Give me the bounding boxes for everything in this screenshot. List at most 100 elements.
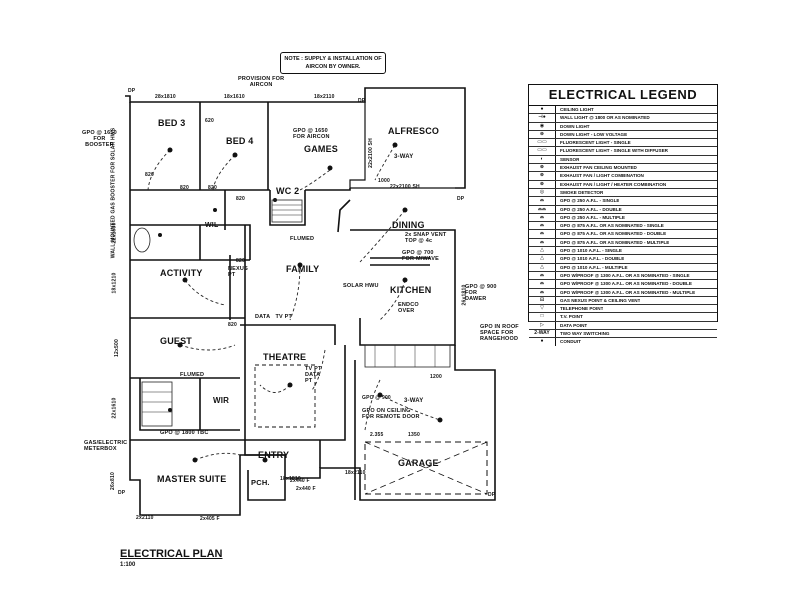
legend-row: ● CEILING LIGHT: [529, 106, 717, 115]
room-wir: WIR: [213, 396, 230, 405]
dim-label: 22x2100 SH: [367, 138, 374, 168]
dim-label: 820: [236, 196, 245, 202]
legend-symbol-icon: ⌓: [529, 280, 556, 288]
legend-symbol-icon: △: [529, 247, 556, 255]
legend-symbol-icon: ⌓⌓: [529, 205, 556, 213]
legend-row: ⌓GPO @ 875 A.F.L. OR AS NOMINATED - MULT…: [529, 238, 717, 248]
legend-row: □ T.V. POINT: [529, 313, 717, 322]
downpipe-label: DP: [118, 490, 126, 496]
legend-label: WALL LIGHT @ 1800 OR AS NOMINATED: [560, 115, 650, 121]
dim-label: 1350: [408, 432, 420, 438]
legend-symbol-icon: ⌓: [529, 222, 556, 230]
legend-symbol-icon: ●: [529, 338, 556, 346]
legend-row: ◐SENSOR: [529, 155, 717, 165]
gpo-mwave-label: GPO @ 700 FOR M/WAVE: [402, 250, 440, 262]
legend-symbol-icon: ▭▭: [529, 147, 556, 155]
gpo-booster-label: GPO @ 1650 FOR BOOSTER: [82, 130, 117, 148]
legend-label: DATA POINT: [560, 322, 588, 328]
legend-symbol-icon: △: [529, 263, 556, 271]
legend-label: GPO @ 250 A.F.L. - MULTIPLE: [560, 214, 625, 220]
flumed-label-1: FLUMED: [290, 236, 315, 242]
legend-symbol-icon: ▽: [529, 305, 556, 313]
legend-label: GPO @ 1010 A.F.L. - MULTIPLE: [560, 264, 628, 270]
legend-row: ● CONDUIT: [529, 338, 717, 346]
legend-row: ⌓GPO W/PROOF @ 1300 A.F.L. OR AS NOMINAT…: [529, 288, 717, 297]
legend-label: EXHAUST FAN CEILING MOUNTED: [560, 165, 637, 171]
dim-label: 26x810: [109, 472, 116, 490]
legend-label: SMOKE DETECTOR: [560, 189, 604, 195]
gpo-aircon-label: GPO @ 1650 FOR AIRCON: [293, 128, 330, 140]
legend-row: △GPO @ 1010 A.F.L. - DOUBLE: [529, 255, 717, 264]
meterbox-label: GAS/ELECTRIC METERBOX: [84, 440, 128, 452]
legend-symbol-icon: ▭▭: [529, 139, 556, 147]
dim-label: 1200: [430, 374, 442, 380]
flumed-label-2: FLUMED: [180, 372, 205, 378]
legend-row: ⌓GPO W/PROOF @ 1300 A.F.L. OR AS NOMINAT…: [529, 271, 717, 281]
gpo-roof-label: GPO IN ROOF SPACE FOR RANGEHOOD: [480, 324, 519, 342]
legend-label: TWO WAY SWITCHING: [560, 331, 610, 337]
legend-label: TELEPHONE POINT: [560, 306, 604, 312]
wet-area-hatching: [133, 199, 451, 427]
dim-label: 22x2100 SH: [390, 184, 420, 190]
dim-label: 2.355: [370, 432, 384, 438]
legend-title: ELECTRICAL LEGEND: [529, 85, 717, 106]
legend-row: ⌓ GPO @ 250 A.F.L. - MULTIPLE: [529, 213, 717, 223]
legend-symbol-icon: □: [529, 313, 556, 321]
legend-symbol-icon: ⌓: [529, 213, 556, 222]
room-family: FAMILY: [286, 264, 320, 274]
three-way-top-label: 3-WAY: [394, 154, 414, 160]
aircon-note: NOTE : SUPPLY & INSTALLATION OF AIRCON B…: [280, 52, 386, 74]
legend-symbol-icon: ▷: [529, 321, 556, 330]
legend-label: EXHAUST FAN / LIGHT COMBINATION: [560, 173, 644, 179]
dim-label: 22x1630: [111, 222, 118, 244]
downpipe-label: DP: [457, 196, 465, 202]
legend-label: GAS NEXUS POINT & CEILING VENT: [560, 297, 641, 303]
walls: [125, 87, 496, 516]
dim-label: 820: [180, 185, 189, 191]
legend-label: T.V. POINT: [560, 314, 583, 320]
legend-symbol-icon: ◐: [529, 155, 556, 164]
legend-row: ▭▭ FLUORESCENT LIGHT - SINGLE WITH DIFFUS…: [529, 147, 717, 156]
legend-label: FLUORESCENT LIGHT - SINGLE WITH DIFFUSER: [560, 148, 668, 154]
legend-symbol-icon: ●: [529, 106, 556, 114]
legend-label: GPO @ 1010 A.F.L. - DOUBLE: [560, 256, 625, 262]
downpipe-label: DP: [488, 492, 496, 498]
room-theatre: THEATRE: [263, 352, 307, 362]
dim-label: 2x440 F: [296, 486, 316, 492]
room-wil: WIL: [205, 222, 219, 229]
legend-row: ⊗EXHAUST FAN CEILING MOUNTED: [529, 164, 717, 173]
dim-label: 820: [145, 172, 154, 178]
legend-row: ▷ DATA POINT: [529, 321, 717, 331]
legend-label: GPO W/PROOF @ 1300 A.F.L. OR AS NOMINATE…: [560, 289, 696, 295]
legend-label: GPO @ 875 A.F.L. OR AS NOMINATED - DOUBL…: [560, 231, 667, 237]
room-kitchen: KITCHEN: [390, 285, 432, 295]
data-tv-label: DATA TV PT: [255, 314, 293, 320]
dim-label: 18x1610: [224, 94, 245, 100]
legend-label: CONDUIT: [560, 339, 581, 345]
legend-label: GPO @ 250 A.F.L. - SINGLE: [560, 198, 620, 204]
dim-label: 1000: [378, 178, 390, 184]
tv-data-label: TV PT DATA PT: [305, 366, 322, 384]
legend-row: ⌓ GPO @ 250 A.F.L. - SINGLE: [529, 197, 717, 206]
plan-scale: 1:100: [120, 562, 136, 568]
legend-label: DOWN LIGHT: [560, 123, 590, 129]
dim-label: 22x1610: [111, 397, 118, 419]
legend-rows: ●CEILING LIGHT⊣●WALL LIGHT @ 1800 OR AS …: [529, 106, 717, 346]
legend-symbol-icon: ⌓: [529, 197, 556, 205]
gpo-tbc-label: GPO @ 1800 TBC: [160, 430, 209, 436]
room-entry: ENTRY: [258, 450, 290, 460]
switching-wires: [147, 144, 441, 461]
legend-symbol-icon: ⌓: [529, 238, 556, 247]
downpipe-label: DP: [358, 98, 366, 104]
dim-label: 28x1810: [155, 94, 176, 100]
legend-row: ⊡GAS NEXUS POINT & CEILING VENT: [529, 296, 717, 306]
gpo-900-label: GPO @ 900: [362, 395, 391, 401]
gpo-dawer-label: GPO @ 900 FOR DAWER: [465, 284, 497, 302]
legend-label: GPO @ 1010 A.F.L. - SINGLE: [560, 248, 622, 254]
legend-label: GPO W/PROOF @ 1300 A.F.L. OR AS NOMINATE…: [560, 281, 692, 287]
provision-aircon-label: PROVISION FOR AIRCON: [238, 76, 285, 88]
legend-label: CEILING LIGHT: [560, 107, 594, 112]
legend-row: ⌓GPO @ 875 A.F.L. OR AS NOMINATED - DOUB…: [529, 230, 717, 239]
room-bed4: BED 4: [226, 136, 254, 146]
dim-label: 820: [236, 258, 245, 264]
